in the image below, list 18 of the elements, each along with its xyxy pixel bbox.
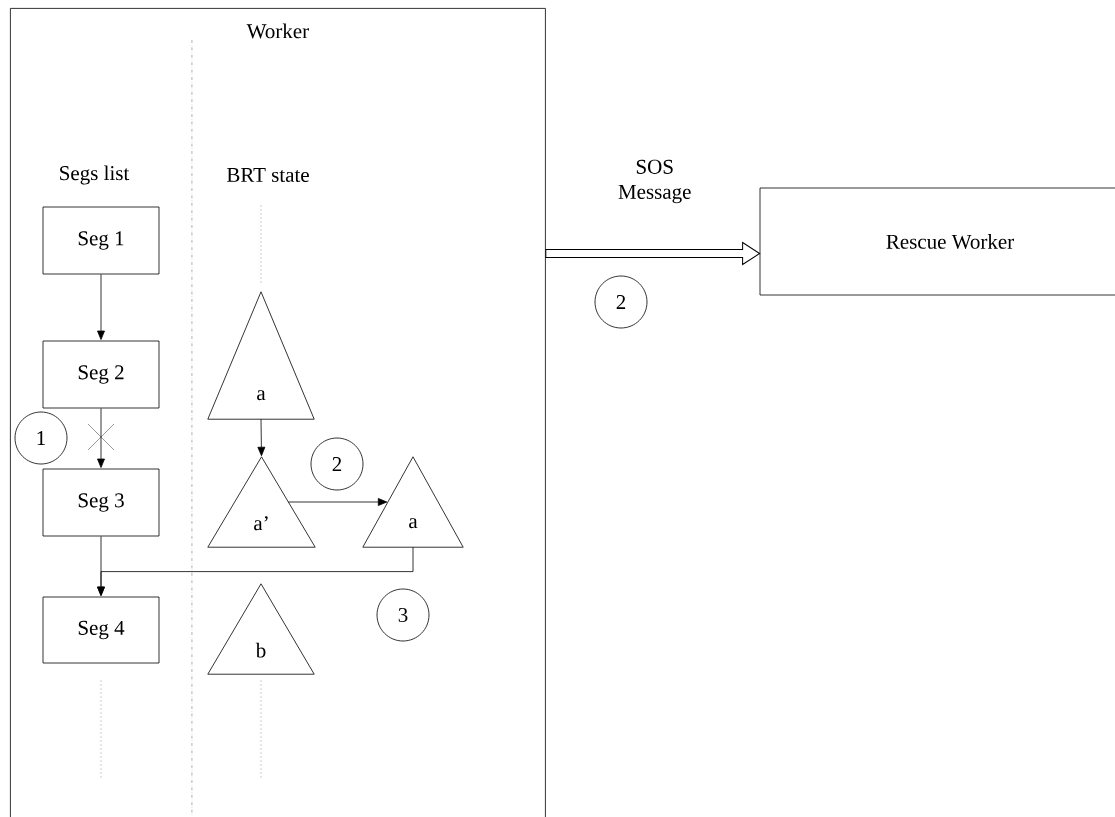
column-heading: Segs list xyxy=(57,164,131,186)
tree-triangle: a’ xyxy=(207,456,316,548)
edge-label: SOS Message xyxy=(608,158,701,205)
tree-triangle: a xyxy=(362,456,464,548)
process-box: Seg 1 xyxy=(42,206,160,275)
process-box: Seg 2 xyxy=(42,340,160,409)
column-heading: BRT state xyxy=(225,167,311,183)
process-box: Seg 3 xyxy=(42,468,160,537)
tree-triangle: b xyxy=(207,583,315,675)
arrow xyxy=(97,546,414,596)
process-box: Rescue Worker xyxy=(759,187,1115,296)
arrow xyxy=(257,418,266,457)
arrow xyxy=(287,498,388,506)
block-arrow xyxy=(545,242,761,265)
arrow xyxy=(97,408,105,468)
process-box: Seg 4 xyxy=(42,596,160,664)
arrow xyxy=(97,274,105,340)
tree-triangle: a xyxy=(207,291,315,420)
